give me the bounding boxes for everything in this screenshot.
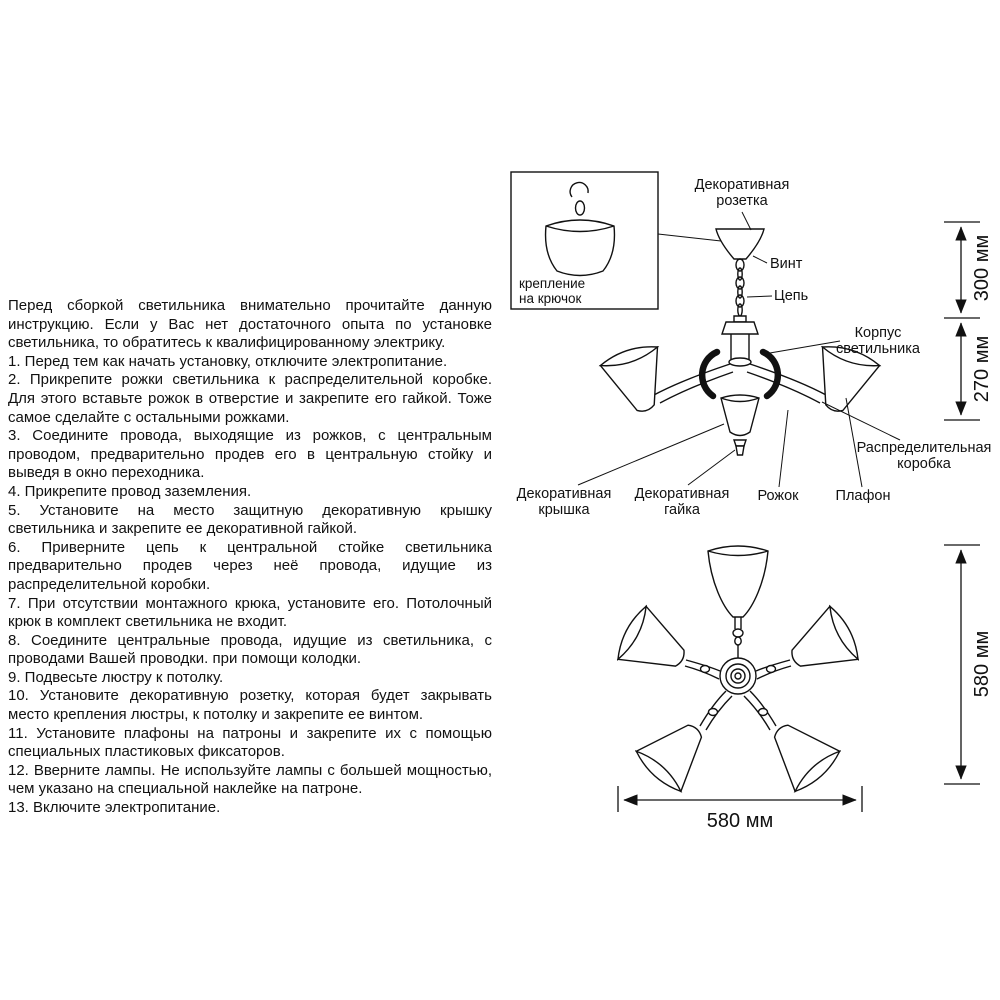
assembly-instructions: Перед сборкой светильника внимательно пр… — [8, 297, 492, 818]
bottom-shade-left — [611, 602, 698, 687]
instruction-step-13: 13. Включите электропитание. — [8, 799, 221, 817]
goblet-shade — [707, 545, 769, 658]
dimension-580mm-side: 580 мм — [971, 631, 993, 697]
instruction-step-10: 10. Установите декоративную розетку, кот… — [8, 687, 492, 724]
central-hub — [719, 657, 757, 695]
decorative-cover — [720, 394, 760, 437]
inset-leader-line — [657, 233, 722, 242]
rosette-shape — [715, 228, 765, 260]
instruction-step-6: 6. Приверните цепь к центральной стойке … — [8, 538, 492, 593]
side-shade-left — [597, 340, 676, 421]
instruction-step-7: 7. При отсутствии монтажного крюка, уста… — [8, 594, 492, 631]
lamp-body — [721, 315, 759, 367]
instruction-step-2: 2. Прикрепите рожки светильника к распре… — [8, 371, 492, 426]
chain-links — [735, 258, 745, 317]
label-decorative-rosette: Декоративная розетка — [694, 177, 790, 209]
inset-caption: крепление на крючок — [519, 276, 586, 306]
instructions-intro: Перед сборкой светильника внимательно пр… — [8, 297, 492, 352]
dimension-300mm: 300 мм — [971, 235, 993, 301]
label-horn: Рожок — [757, 488, 799, 504]
bottom-shade-right — [778, 602, 865, 687]
canopy-shape — [544, 219, 616, 277]
hanging-loop — [574, 200, 586, 216]
label-decorative-nut: Декоративная гайка — [634, 486, 730, 518]
instruction-step-8: 8. Соедините центральные провода, идущие… — [8, 631, 492, 668]
decorative-nut — [733, 439, 747, 456]
chandelier-side-view — [597, 228, 883, 456]
label-screw: Винт — [770, 256, 803, 272]
instruction-step-5: 5. Установите на место защитную декорати… — [8, 501, 492, 538]
hook-mount-inset — [510, 171, 722, 310]
hook-icon — [569, 181, 589, 198]
dimension-580mm-bottom: 580 мм — [707, 810, 773, 832]
instruction-step-4: 4. Прикрепите провод заземления. — [8, 482, 252, 500]
instruction-step-9: 9. Подвесьте люстру к потолку. — [8, 668, 224, 686]
label-junction-box: Распределительная коробка — [856, 440, 992, 472]
label-shade: Плафон — [835, 488, 891, 504]
label-lamp-body: Корпус светильника — [836, 325, 920, 357]
leader-lines — [577, 211, 901, 488]
side-arms — [651, 348, 829, 404]
chandelier-bottom-view — [611, 545, 865, 797]
bottom-shade-lower-right — [756, 708, 845, 797]
label-decorative-cover: Декоративная крышка — [516, 486, 612, 518]
bottom-shade-lower-left — [631, 708, 720, 797]
instruction-step-11: 11. Установите плафоны на патроны и закр… — [8, 724, 492, 761]
dimensions: 300 мм 270 мм 580 мм 580 мм — [617, 221, 993, 832]
instruction-step-1: 1. Перед тем как начать установку, отклю… — [8, 352, 448, 370]
bottom-arms — [684, 659, 792, 731]
instruction-step-3: 3. Соедините провода, выходящие из рожко… — [8, 427, 492, 482]
instruction-step-12: 12. Вверните лампы. Не используйте лампы… — [8, 761, 492, 798]
dimension-270mm: 270 мм — [971, 336, 993, 402]
label-chain: Цепь — [774, 288, 809, 304]
